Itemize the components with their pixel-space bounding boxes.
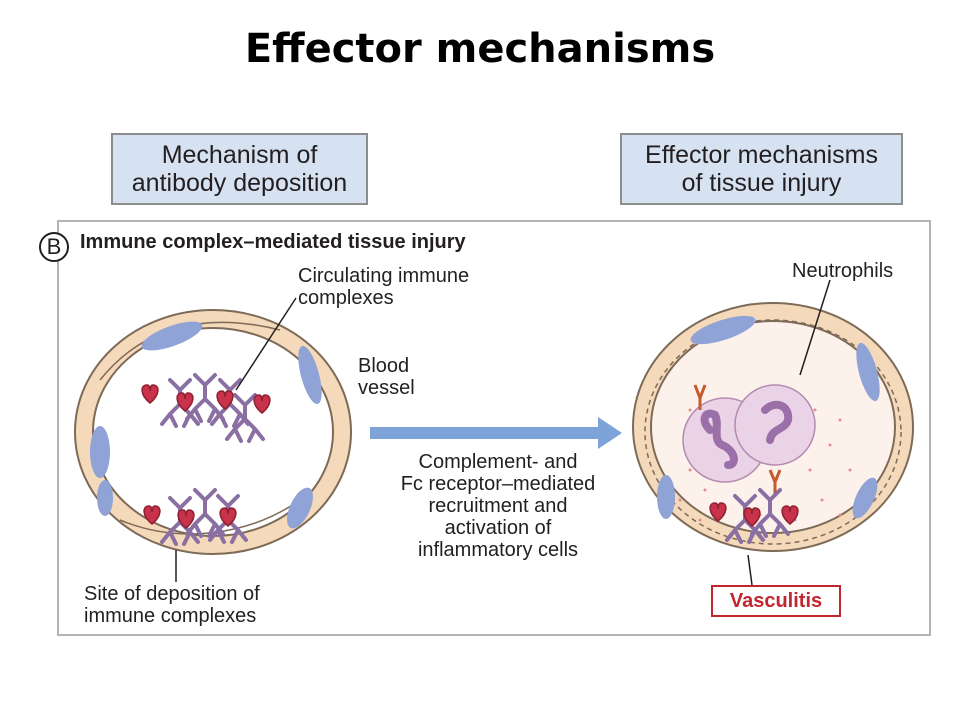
endothelial-cell-icon <box>90 426 110 478</box>
recruitment-label: Complement- and Fc receptor–mediated rec… <box>368 451 628 561</box>
header-left-line1: Mechanism of <box>161 141 318 169</box>
circulating-immune-complexes-label: Circulating immune complexes <box>298 265 469 309</box>
label-line: recruitment and <box>428 495 568 517</box>
neutrophil-icon <box>734 384 816 466</box>
label-line: activation of <box>444 517 552 539</box>
label-line: immune complexes <box>84 605 257 627</box>
label-line: inflammatory cells <box>417 539 579 561</box>
right-blood-vessel <box>632 279 914 586</box>
label-line: Circulating immune <box>298 265 470 287</box>
label-line: complexes <box>298 287 394 309</box>
endothelial-cell-icon <box>298 345 322 405</box>
endothelial-cell-icon <box>852 477 878 519</box>
header-antibody-deposition: Mechanism of antibody deposition <box>111 133 368 205</box>
endothelial-cell-icon <box>856 342 880 402</box>
fc-receptor-icon <box>693 384 707 410</box>
header-effector-mechanisms: Effector mechanisms of tissue injury <box>620 133 903 205</box>
blood-vessel-label: Blood vessel <box>358 355 415 399</box>
label-line: Blood <box>358 355 410 377</box>
panel-badge: B <box>39 232 69 262</box>
left-blood-vessel <box>74 297 352 582</box>
neutrophils-label: Neutrophils <box>792 260 894 282</box>
endothelial-cell-icon <box>287 487 313 529</box>
header-left-line2: antibody deposition <box>131 169 348 197</box>
page-title: Effector mechanisms <box>244 26 716 72</box>
endothelial-cell-icon <box>657 475 675 519</box>
recruitment-arrow <box>370 417 622 449</box>
panel-title: Immune complex–mediated tissue injury <box>80 231 466 253</box>
header-right-line1: Effector mechanisms <box>645 141 878 169</box>
vasculitis-label: Vasculitis <box>711 585 841 617</box>
endothelial-cell-icon <box>97 480 113 516</box>
endothelial-cell-icon <box>141 321 203 351</box>
deposition-site-label: Site of deposition of immune complexes <box>84 583 260 627</box>
header-right-line2: of tissue injury <box>681 169 842 197</box>
label-line: Fc receptor–mediated <box>400 473 596 495</box>
label-line: Complement- and <box>418 451 578 473</box>
endothelial-cell-icon <box>690 315 756 345</box>
label-line: vessel <box>358 377 415 399</box>
label-line: Site of deposition of <box>84 583 260 605</box>
